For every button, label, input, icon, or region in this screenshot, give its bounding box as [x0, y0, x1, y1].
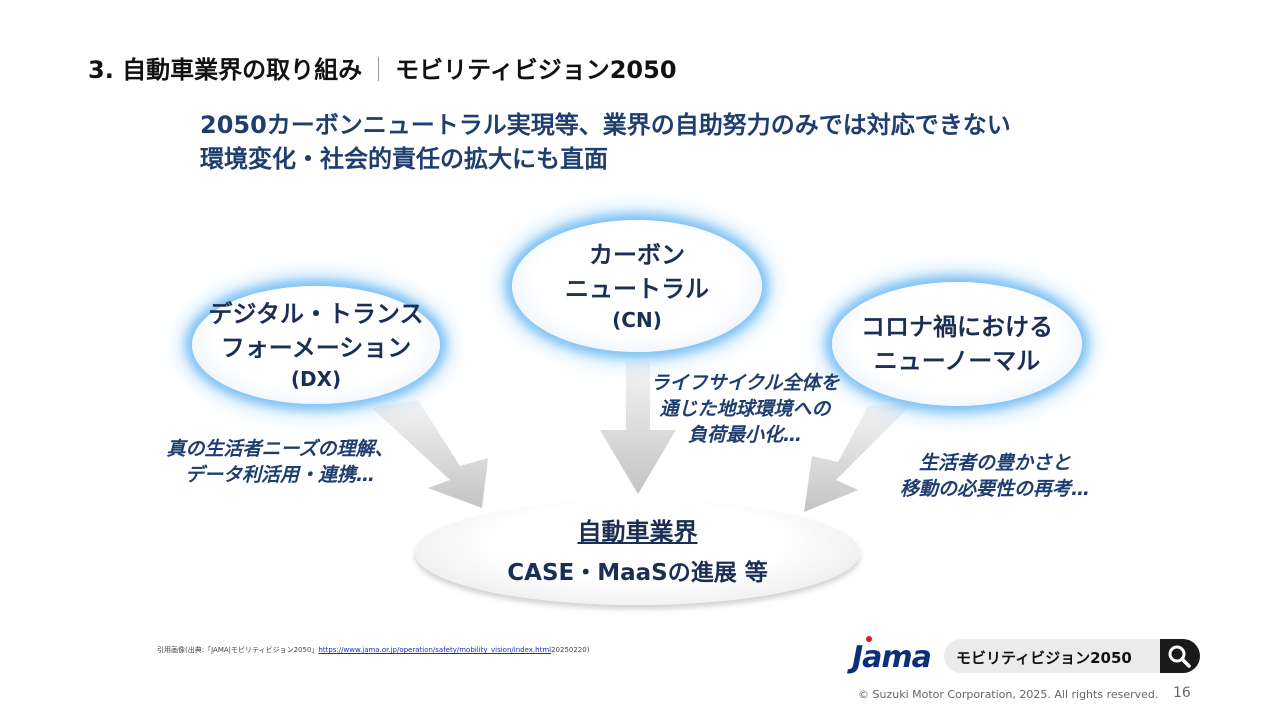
base-ellipse-industry: 自動車業界 CASE・MaaSの進展 等	[415, 500, 860, 605]
source-suffix: 20250220)	[551, 646, 590, 654]
headline-line-1: 2050カーボンニュートラル実現等、業界の自助努力のみでは対応できない	[200, 111, 1011, 139]
note-center: ライフサイクル全体を 通じた地球環境への 負荷最小化…	[640, 370, 850, 448]
source-citation: 引用画像(出典:「JAMA|モビリティビジョン2050」https://www.…	[157, 645, 589, 655]
search-button[interactable]	[1160, 639, 1200, 673]
headline: 2050カーボンニュートラル実現等、業界の自助努力のみでは対応できない 環境変化…	[200, 108, 1011, 176]
search-bar[interactable]: モビリティビジョン2050	[944, 639, 1200, 673]
note-left: 真の生活者ニーズの理解、 データ利活用・連携…	[150, 436, 410, 488]
note-right-line1: 生活者の豊かさと	[918, 452, 1071, 474]
bubble-cn: カーボン ニュートラル (CN)	[512, 220, 762, 352]
jama-logo: Jama	[852, 636, 932, 675]
bubble-dx-line2: フォーメーション	[220, 334, 412, 362]
headline-line-2: 環境変化・社会的責任の拡大にも直面	[200, 145, 608, 173]
bubble-cn-abbr: (CN)	[612, 308, 662, 332]
source-link[interactable]: https://www.jama.or.jp/operation/safety/…	[318, 646, 552, 654]
slide-title-topic: モビリティビジョン2050	[395, 56, 677, 84]
base-title: 自動車業界	[577, 517, 698, 546]
bubble-cn-line2: ニュートラル	[565, 275, 709, 303]
note-center-line1: ライフサイクル全体を	[650, 372, 840, 394]
slide-title-section: 3. 自動車業界の取り組み	[88, 56, 363, 84]
page-number: 16	[1173, 685, 1191, 701]
note-right: 生活者の豊かさと 移動の必要性の再考…	[880, 450, 1110, 502]
note-right-line2: 移動の必要性の再考…	[899, 478, 1090, 500]
arrow-center	[600, 362, 676, 494]
bubble-dx: デジタル・トランス フォーメーション (DX)	[192, 286, 440, 404]
search-icon	[1168, 645, 1191, 668]
source-prefix: 引用画像(出典:「JAMA|モビリティビジョン2050」	[157, 646, 319, 654]
note-center-line2: 通じた地球環境への	[659, 398, 831, 420]
arrow-right	[804, 404, 912, 512]
bubble-covid-line1: コロナ禍における	[861, 313, 1053, 341]
logo-dot	[866, 636, 872, 642]
note-left-line1: 真の生活者ニーズの理解、	[166, 438, 394, 460]
base-subtitle: CASE・MaaSの進展 等	[507, 559, 768, 586]
title-divider	[378, 57, 380, 81]
logo-text: Jama	[852, 640, 932, 675]
bubble-dx-line1: デジタル・トランス	[208, 300, 424, 328]
note-center-line3: 負荷最小化…	[687, 424, 802, 446]
bubble-covid: コロナ禍における ニューノーマル	[832, 282, 1082, 406]
copyright: © Suzuki Motor Corporation, 2025. All ri…	[858, 688, 1159, 701]
slide-title: 3. 自動車業界の取り組み モビリティビジョン2050	[88, 50, 677, 85]
bubble-covid-line2: ニューノーマル	[873, 347, 1041, 375]
bubble-cn-line1: カーボン	[589, 241, 685, 269]
bubble-dx-abbr: (DX)	[290, 367, 342, 391]
arrow-left	[372, 400, 488, 508]
note-left-line2: データ利活用・連携…	[184, 464, 375, 486]
search-query[interactable]: モビリティビジョン2050	[956, 649, 1132, 667]
